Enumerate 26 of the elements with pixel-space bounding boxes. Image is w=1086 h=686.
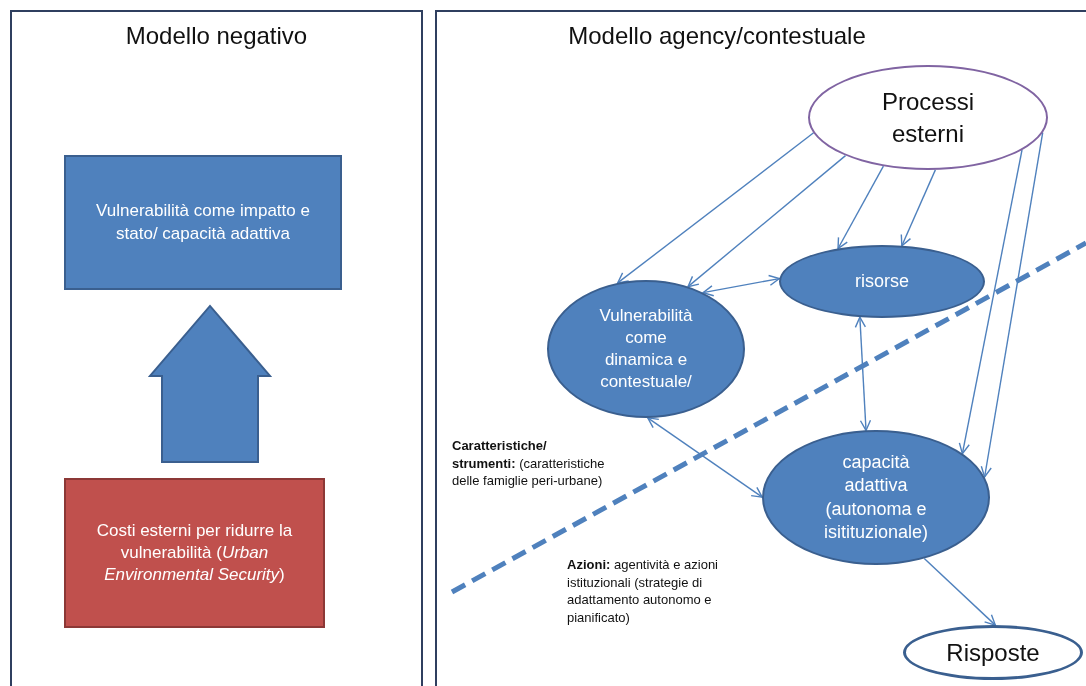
panel-title: Modello negativo: [124, 22, 309, 50]
node-text: Vulnerabilità come impatto e stato/ capacità adattiva: [95, 200, 311, 245]
panel-title: Modello agency/contestuale: [567, 22, 867, 50]
block-arrow: [147, 304, 273, 464]
node-text: Processi esterni: [881, 87, 975, 149]
arrow: [923, 557, 997, 626]
process-box: [64, 478, 325, 628]
annotation-text: Caratteristiche/ strumenti: (caratteristiche delle famiglie peri-urbane): [452, 437, 606, 490]
panel-frame: [10, 10, 423, 686]
double-arrow: [854, 316, 872, 432]
double-arrow: [702, 274, 781, 297]
panel-frame: [435, 10, 1086, 686]
arrow: [958, 149, 1023, 455]
node-text: risorse: [855, 269, 909, 293]
arrow: [900, 169, 937, 247]
arrow: [837, 165, 885, 250]
node-text: Costi esterni per ridurre la vulnerabilità (Urban Environmental Security): [95, 519, 294, 587]
arrow: [687, 154, 847, 288]
annotation-text: Azioni: agentività e azioni istituzionali (strategie di adattamento autonomo e pianificato): [567, 556, 719, 627]
arrow: [617, 132, 815, 284]
node-text: Vulnerabilità come dinamica e contestuale/: [598, 304, 694, 394]
arrow: [980, 132, 1044, 478]
double-arrow: [647, 417, 763, 498]
process-box: [64, 155, 342, 290]
node-text: capacità adattiva (autonoma e isitituzionale): [822, 450, 929, 544]
node-text: Risposte: [946, 637, 1040, 668]
